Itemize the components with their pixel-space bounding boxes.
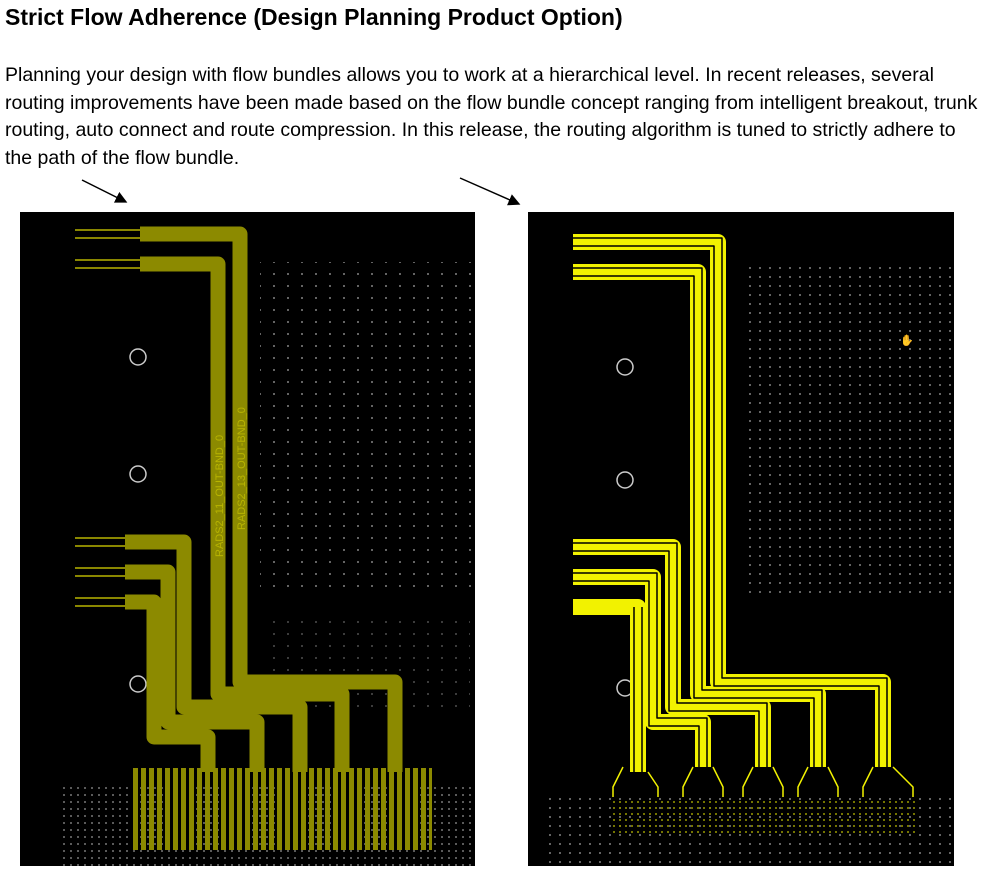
bundle-label-13: RADS2_13_OUT-BND_0 bbox=[236, 407, 248, 530]
body-paragraph: Planning your design with flow bundles a… bbox=[5, 64, 978, 169]
section-title: Strict Flow Adherence (Design Planning P… bbox=[5, 4, 623, 30]
flow-bundle-image: RADS2_11_OUT-BND_0 RADS2_13_OUT-BND_0 bbox=[20, 212, 475, 866]
bundle-label-11: RADS2_11_OUT-BND_0 bbox=[214, 435, 226, 557]
hand-cursor-icon: ✋ bbox=[900, 334, 914, 347]
arrow-left bbox=[81, 177, 521, 206]
routed-result-image: ✋ bbox=[528, 212, 954, 866]
